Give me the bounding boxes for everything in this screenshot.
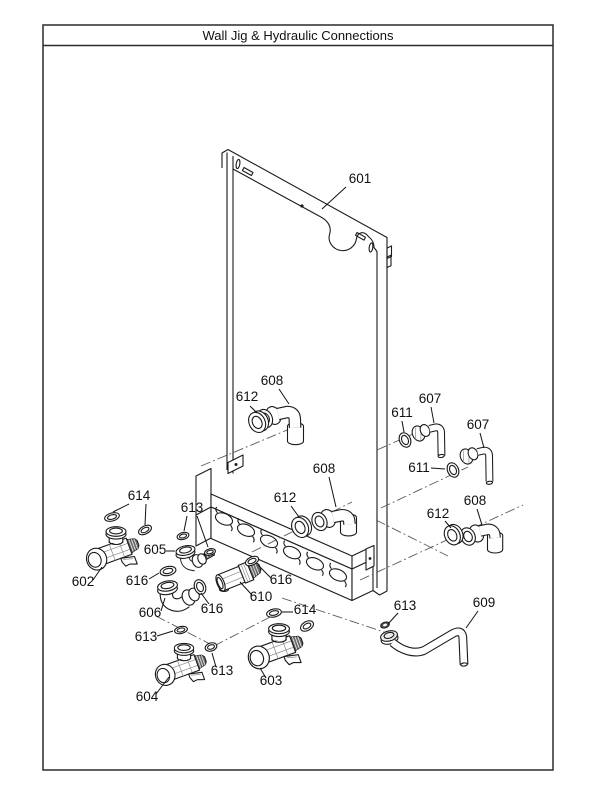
leader-line-607 [430,406,435,424]
leader-line-614 [112,503,130,513]
washer-612 [248,410,270,434]
part-label-612: 612 [427,506,450,521]
manifold-channel [195,467,375,602]
part-label-613: 613 [394,598,417,613]
mounting-slot [354,231,367,241]
leader-line-607 [479,432,485,449]
leader-line-613 [156,630,174,637]
part-label-608: 608 [313,461,336,476]
washer-614 [299,620,315,632]
part-label-613: 613 [211,663,234,678]
leader-line-608 [328,476,337,508]
pipe-609 [380,627,469,667]
leader-line-610 [239,581,253,596]
washer-611 [446,462,460,478]
washer-613 [380,621,390,629]
leader-line-603 [259,667,267,679]
page-title: Wall Jig & Hydraulic Connections [203,28,394,43]
page-border [42,24,554,771]
mounting-slot [368,242,374,253]
mounting-slot [241,166,254,177]
part-label-602: 602 [72,574,95,589]
washer-616 [193,579,207,595]
washer-616 [159,565,177,577]
elbow-608-middle [311,508,358,537]
leader-line-613 [183,515,188,532]
washer-614 [137,524,153,536]
leader-line-616 [200,592,210,605]
washer-613 [176,531,190,541]
washer-614 [104,512,120,522]
leader-line-613 [211,652,217,668]
part-label-616: 616 [270,572,293,587]
washer-616 [244,555,260,567]
leader-line-612 [290,505,300,518]
leader-line-611 [401,420,405,433]
pipe-607-top [411,423,446,459]
part-label-612: 612 [236,389,259,404]
part-label-608: 608 [261,373,284,388]
leader-line-608 [476,508,483,526]
leader-line-616 [257,564,272,579]
part-label-613: 613 [181,500,204,515]
part-label-613: 613 [135,629,158,644]
part-label-612: 612 [274,490,297,505]
elbow-608-right [460,523,504,554]
part-label-616: 616 [201,601,224,616]
part-label-603: 603 [260,673,283,688]
leader-line-611 [430,467,446,470]
leader-line-614 [144,503,147,526]
leader-line-613 [196,515,209,548]
leader-line-612 [249,405,258,414]
washer-614 [266,608,282,618]
part-label-607: 607 [419,391,442,406]
part-label-606: 606 [139,605,162,620]
part-label-614: 614 [128,488,151,503]
part-label-607: 607 [467,417,490,432]
washer-613 [204,548,216,556]
washer-612 [291,515,313,539]
leader-line-608 [278,388,290,405]
part-label-605: 605 [144,542,167,557]
panel-hole [300,204,304,208]
part-label-611: 611 [408,460,430,475]
leader-line-613 [387,612,399,625]
washer-612 [443,523,464,546]
leader-line-602 [92,566,103,581]
part-label-608: 608 [464,493,487,508]
part-label-601: 601 [349,171,372,186]
part-label-604: 604 [136,689,159,704]
pipe-607-lower [459,446,494,485]
part-label-610: 610 [250,589,273,604]
manifold-slots [214,506,348,588]
leader-line-601 [321,186,347,210]
leader-line-609 [465,610,479,629]
elbow-605 [175,545,215,572]
washer-611 [398,432,412,448]
leader-line-616 [148,572,160,580]
part-label-611: 611 [391,405,413,420]
part-label-616: 616 [126,573,149,588]
part-label-609: 609 [473,595,496,610]
leader-line-604 [155,676,170,695]
part-label-614: 614 [294,602,317,617]
leader-line-612 [444,520,452,529]
edge-tab [386,254,392,269]
washer-613 [174,625,188,635]
wall-jig-panel [196,148,393,596]
mounting-slot [235,158,241,170]
leader-line-606 [160,597,166,612]
washer-613 [204,642,218,652]
